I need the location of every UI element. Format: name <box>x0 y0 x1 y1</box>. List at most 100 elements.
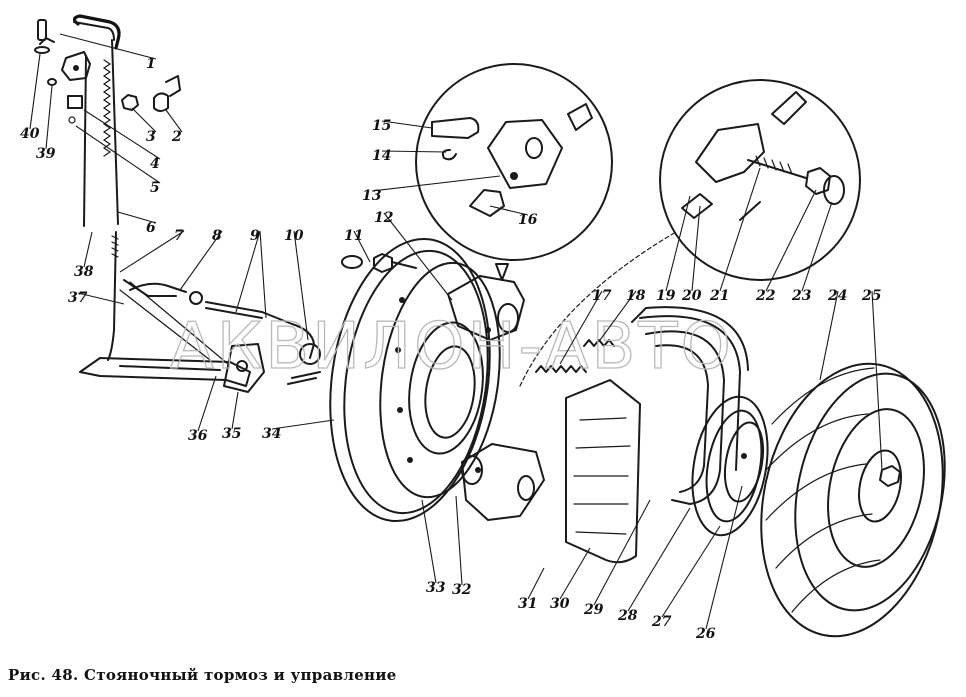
ratchet-teeth <box>102 59 112 157</box>
callout-39: 39 <box>36 146 56 162</box>
leader-line-20 <box>691 205 701 292</box>
leader-line-4 <box>83 109 161 160</box>
callout-30: 30 <box>550 596 570 612</box>
callout-1: 1 <box>146 56 156 72</box>
callout-17: 17 <box>592 288 612 304</box>
leader-line-1 <box>59 33 157 60</box>
linkage-assembly <box>79 279 321 393</box>
inset-pin-top <box>567 103 593 131</box>
leader-line-34 <box>271 419 335 430</box>
figure-caption: Рис. 48. Стояночный тормоз и управление <box>8 666 397 684</box>
leader-line-19 <box>665 195 691 292</box>
hand-lever-assembly <box>34 14 181 361</box>
watermark-text: АКВИЛОН-АВТО <box>170 310 734 384</box>
inset-block-13 <box>487 119 563 189</box>
callout-38: 38 <box>74 264 94 280</box>
leader-line-25 <box>871 290 883 471</box>
callout-15: 15 <box>372 118 391 134</box>
callout-34: 34 <box>262 426 281 442</box>
leader-line-6 <box>117 211 157 224</box>
inset-adjuster-detail <box>659 79 861 281</box>
leader-line-24 <box>819 290 839 381</box>
callout-3: 3 <box>146 129 156 145</box>
inset-screw-21 <box>747 159 807 179</box>
pawl-block <box>67 95 83 109</box>
callout-35: 35 <box>222 426 241 442</box>
lining-19 <box>639 315 741 471</box>
leader-line-23 <box>801 201 833 292</box>
nut-3 <box>121 94 139 111</box>
cam-housing-12 <box>447 275 525 341</box>
lever-rod-left <box>83 55 87 227</box>
leader-line-7 <box>119 230 185 273</box>
leader-line-15 <box>381 120 433 129</box>
callout-19: 19 <box>656 288 676 304</box>
leader-line-12 <box>383 212 453 301</box>
leader-line-30 <box>559 547 591 600</box>
leader-line-32 <box>455 495 463 586</box>
callout-25: 25 <box>861 288 881 304</box>
callout-21: 21 <box>709 288 729 304</box>
callout-18: 18 <box>626 288 646 304</box>
leader-line-26 <box>705 485 743 630</box>
callout-36: 36 <box>188 428 208 444</box>
callout-26: 26 <box>695 626 716 642</box>
leader-line-9-1 <box>235 230 261 313</box>
callout-33: 33 <box>426 580 446 596</box>
inset-pin-20 <box>681 193 713 219</box>
callout-13: 13 <box>362 188 382 204</box>
leader-line-3 <box>131 107 157 133</box>
callout-5: 5 <box>150 180 160 196</box>
callout-20: 20 <box>681 288 702 304</box>
drum-ribs <box>765 367 881 613</box>
shoe-29 <box>645 330 725 505</box>
inset-circle-right <box>659 79 861 281</box>
bolt-40 <box>37 19 47 41</box>
leader-line-38 <box>83 231 93 268</box>
inset-clip-14 <box>441 149 457 161</box>
seal-27 <box>691 395 769 537</box>
callout-11: 11 <box>344 228 363 244</box>
leader-line-35 <box>231 391 239 430</box>
leader-line-22 <box>765 189 817 292</box>
leader-line-16 <box>489 205 529 216</box>
drum-24 <box>760 362 944 638</box>
leader-line-10 <box>293 230 309 341</box>
callout-27: 27 <box>651 614 672 630</box>
drum-assembly <box>691 362 946 638</box>
washer-11 <box>341 255 363 269</box>
leader-line-8 <box>179 230 223 291</box>
leader-line-21 <box>719 167 761 292</box>
callout-10: 10 <box>284 228 304 244</box>
callout-29: 29 <box>583 602 604 618</box>
inset-circle-left <box>415 63 613 261</box>
leader-line-36 <box>197 375 217 432</box>
leader-line-37 <box>77 292 125 305</box>
center-bore <box>408 321 484 455</box>
spring-17 <box>535 365 587 373</box>
leader-line-39 <box>45 85 53 150</box>
leader-line-17 <box>559 290 603 365</box>
leader-line-29 <box>593 499 651 606</box>
housing-32 <box>379 261 501 499</box>
callout-16: 16 <box>518 212 538 228</box>
joint-10 <box>299 343 321 365</box>
leader-line-14 <box>381 150 447 153</box>
callout-23: 23 <box>791 288 812 304</box>
backing-plate-34 <box>329 237 491 523</box>
callout-14: 14 <box>372 148 391 164</box>
leader-line-18 <box>599 290 637 341</box>
leader-line-5 <box>75 125 161 184</box>
lever-clevis <box>61 51 91 81</box>
rod-38 <box>107 231 117 361</box>
leader-line-40 <box>29 53 41 130</box>
inset-pin-15 <box>431 117 480 139</box>
inset-cap-23 <box>823 175 845 205</box>
inset-nut-22 <box>805 167 831 195</box>
callout-22: 22 <box>755 288 776 304</box>
callout-7: 7 <box>174 228 184 244</box>
callout-6: 6 <box>146 220 156 236</box>
